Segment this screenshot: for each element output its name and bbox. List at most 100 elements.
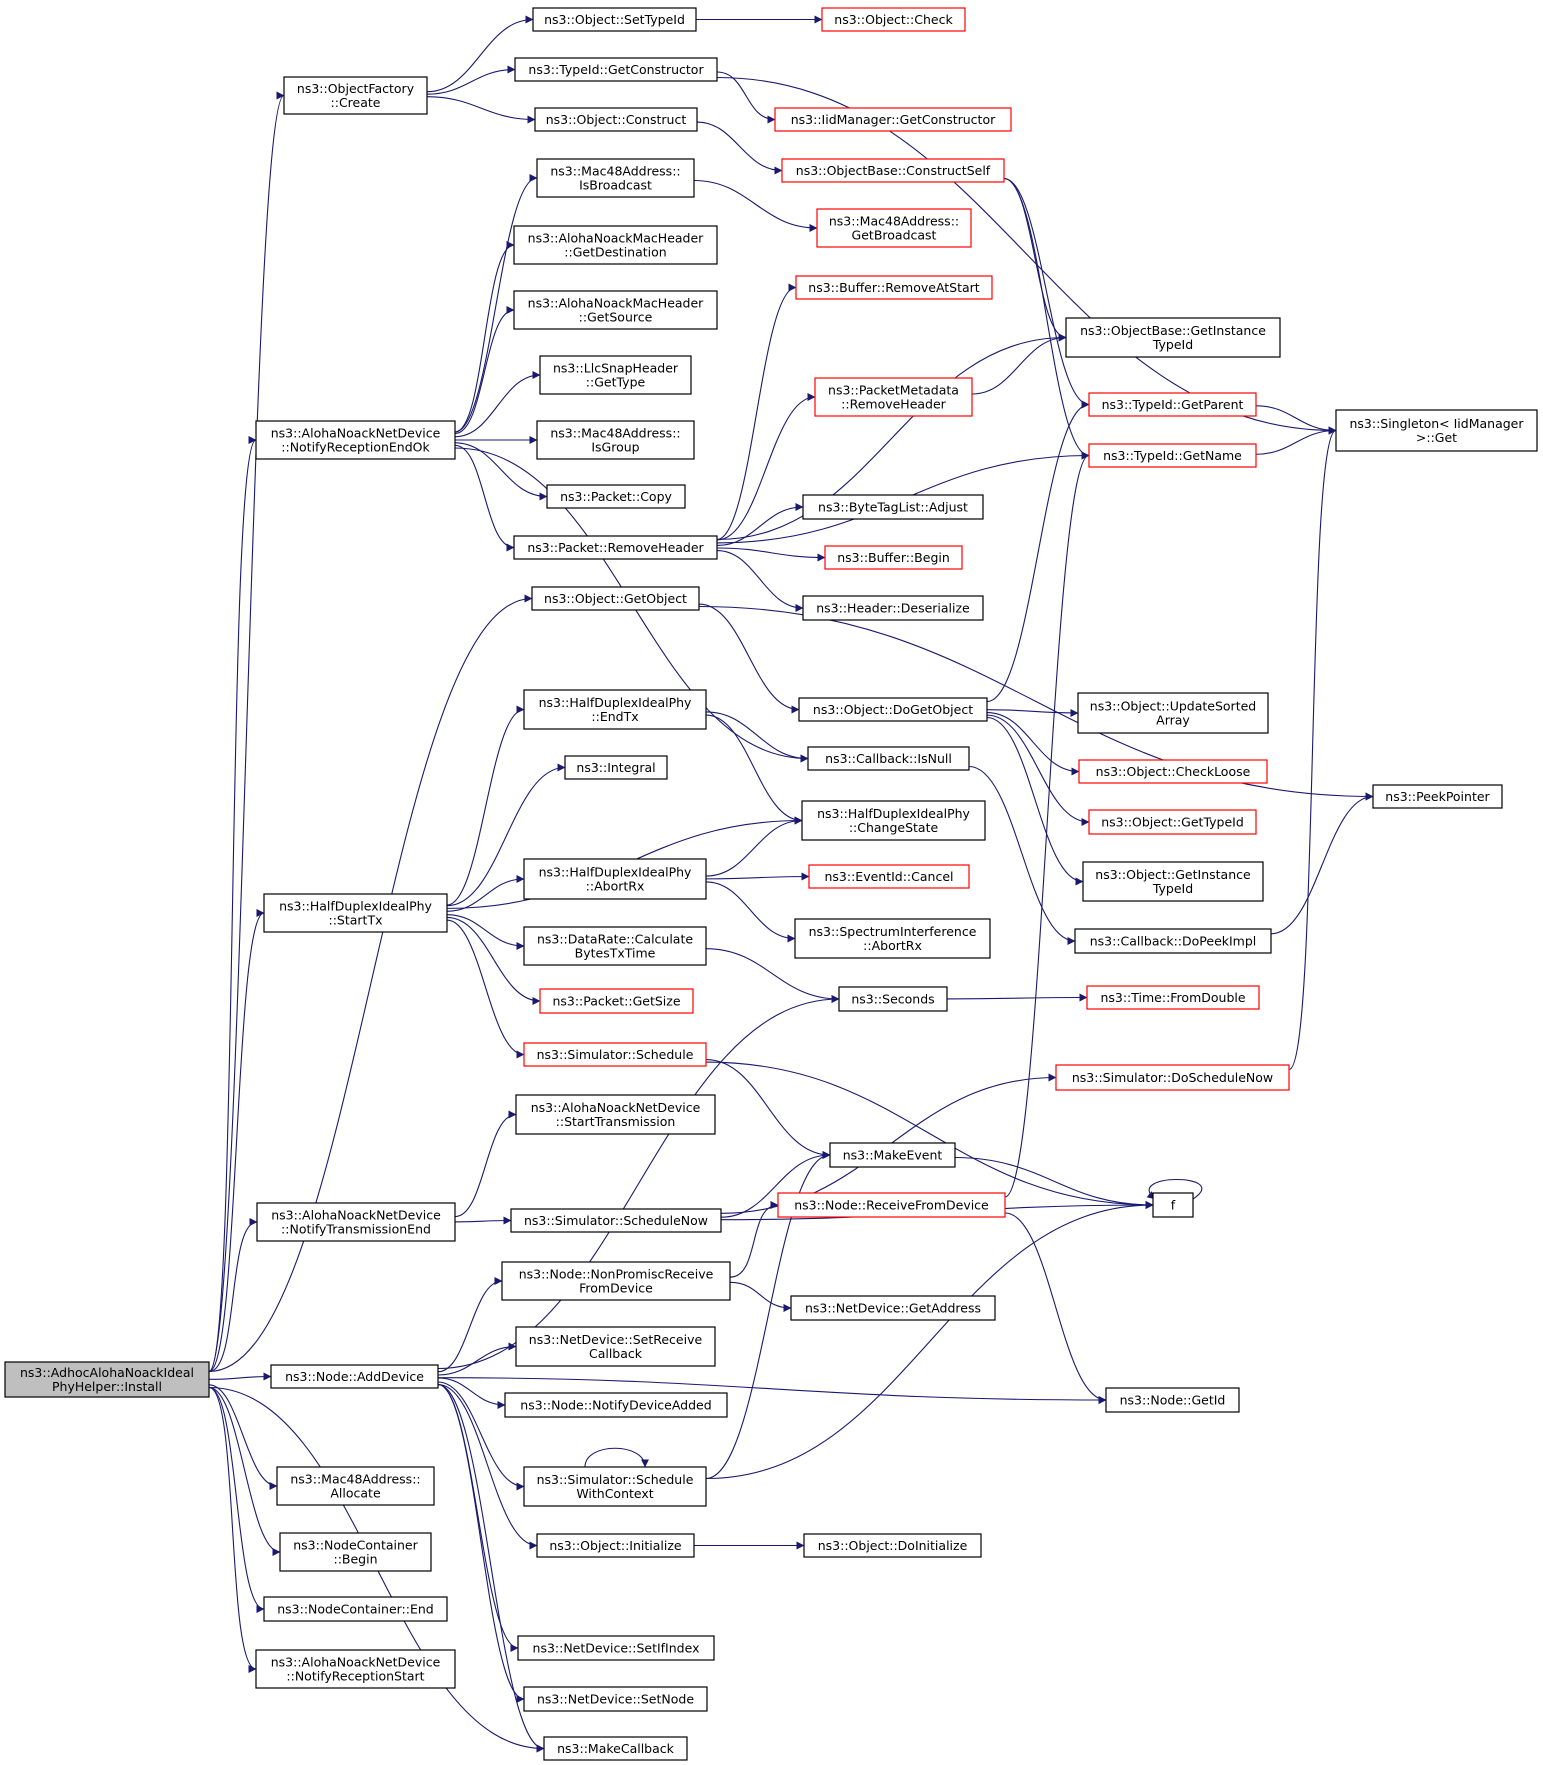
node-halfduplex-abortrx[interactable]: ns3::HalfDuplexIdealPhy::AbortRx: [523, 858, 707, 900]
node-mac48-isgroup[interactable]: ns3::Mac48Address::IsGroup: [536, 420, 695, 460]
node-label: ns3::PacketMetadata: [828, 383, 959, 398]
edge-seconds-to-time_fromdouble: [946, 993, 1088, 1002]
node-box: [523, 858, 707, 900]
node-node-notifydeviceadded[interactable]: ns3::Node::NotifyDeviceAdded: [504, 1392, 728, 1418]
node-label: ns3::Packet::RemoveHeader: [527, 540, 704, 555]
node-objectbase-constructself[interactable]: ns3::ObjectBase::ConstructSelf: [781, 158, 1005, 183]
node-simulator-schedule[interactable]: ns3::Simulator::Schedule: [523, 1042, 707, 1067]
node-packet-removeheader[interactable]: ns3::Packet::RemoveHeader: [513, 535, 718, 560]
node-aloha-getdest[interactable]: ns3::AlohaNoackMacHeader::GetDestination: [513, 225, 718, 265]
node-object-checkloose[interactable]: ns3::Object::CheckLoose: [1078, 759, 1268, 784]
node-buffer-removeatstart[interactable]: ns3::Buffer::RemoveAtStart: [795, 275, 993, 300]
node-time-fromdouble[interactable]: ns3::Time::FromDouble: [1086, 985, 1260, 1010]
node-bytetaglist-adjust[interactable]: ns3::ByteTagList::Adjust: [802, 494, 984, 520]
node-aloha-notifyrxstart[interactable]: ns3::AlohaNoackNetDevice::NotifyReceptio…: [255, 1649, 456, 1689]
node-buffer-begin[interactable]: ns3::Buffer::Begin: [824, 545, 963, 570]
node-box: [803, 1533, 982, 1558]
node-aloha-notifyrxendok[interactable]: ns3::AlohaNoackNetDevice::NotifyReceptio…: [255, 420, 456, 460]
node-object-settypeid[interactable]: ns3::Object::SetTypeId: [532, 7, 697, 32]
node-peekpointer[interactable]: ns3::PeekPointer: [1372, 784, 1503, 809]
node-box: [523, 689, 707, 730]
node-object-check[interactable]: ns3::Object::Check: [821, 7, 966, 32]
edge-objectbase_constructself-to-typeid_getname: [1003, 177, 1090, 460]
node-aloha-starttransmission[interactable]: ns3::AlohaNoackNetDevice::StartTransmiss…: [515, 1094, 716, 1135]
node-mac48-isbroadcast[interactable]: ns3::Mac48Address::IsBroadcast: [536, 158, 695, 198]
node-typeid-getname[interactable]: ns3::TypeId::GetName: [1088, 443, 1257, 468]
node-packet-getsize[interactable]: ns3::Packet::GetSize: [539, 988, 694, 1014]
node-netdevice-getaddress[interactable]: ns3::NetDevice::GetAddress: [790, 1295, 996, 1321]
node-integral[interactable]: ns3::Integral: [564, 755, 668, 780]
edge-halfduplex_abortrx-to-eventid_cancel: [705, 872, 810, 881]
node-root[interactable]: ns3::AdhocAlohaNoackIdealPhyHelper::Inst…: [4, 1361, 210, 1398]
node-iidmanager-getconstructor[interactable]: ns3::IidManager::GetConstructor: [774, 107, 1012, 132]
node-typeid-getconstructor[interactable]: ns3::TypeId::GetConstructor: [514, 57, 718, 82]
node-label: ns3::Callback::IsNull: [825, 751, 952, 766]
node-llcsnap-gettype[interactable]: ns3::LlcSnapHeader::GetType: [539, 355, 692, 395]
edge-node_adddevice-to-simulator_schedulewithcontext: [437, 1381, 525, 1491]
edge-packet_removeheader-to-buffer_removeatstart: [716, 283, 797, 541]
node-halfduplex-changestate[interactable]: ns3::HalfDuplexIdealPhy::ChangeState: [801, 800, 986, 841]
node-typeid-getparent[interactable]: ns3::TypeId::GetParent: [1088, 392, 1257, 417]
node-simulator-schedulenow[interactable]: ns3::Simulator::ScheduleNow: [510, 1208, 722, 1233]
node-object-doinitialize[interactable]: ns3::Object::DoInitialize: [803, 1533, 982, 1558]
node-halfduplex-endtx[interactable]: ns3::HalfDuplexIdealPhy::EndTx: [523, 689, 707, 730]
node-label: ::RemoveHeader: [841, 397, 947, 412]
node-nodecontainer-begin[interactable]: ns3::NodeContainer::Begin: [279, 1532, 432, 1572]
node-netdevice-setifindex[interactable]: ns3::NetDevice::SetIfIndex: [517, 1635, 715, 1661]
edge-node_adddevice-to-netdevice_setifindex: [437, 1383, 519, 1652]
node-simulator-doschedulenow[interactable]: ns3::Simulator::DoScheduleNow: [1055, 1064, 1290, 1091]
node-label: ns3::Simulator::DoScheduleNow: [1072, 1070, 1273, 1085]
node-makeevent[interactable]: ns3::MakeEvent: [829, 1142, 956, 1168]
node-box: [255, 420, 456, 460]
node-object-getobject[interactable]: ns3::Object::GetObject: [531, 586, 700, 611]
node-callback-dopeekimpl[interactable]: ns3::Callback::DoPeekImpl: [1074, 928, 1272, 954]
node-box: [1152, 1192, 1194, 1218]
node-seconds[interactable]: ns3::Seconds: [838, 986, 948, 1012]
edge-aloha_notifyrxendok-to-packet_copy: [454, 442, 548, 501]
node-header-deserialize[interactable]: ns3::Header::Deserialize: [802, 595, 984, 621]
node-node-getid[interactable]: ns3::Node::GetId: [1105, 1387, 1240, 1413]
node-eventid-cancel[interactable]: ns3::EventId::Cancel: [808, 864, 970, 889]
node-label: ns3::ObjectFactory: [297, 81, 415, 96]
node-box: [283, 76, 428, 115]
node-netdevice-setnode[interactable]: ns3::NetDevice::SetNode: [523, 1686, 708, 1712]
node-mac48-getbroadcast[interactable]: ns3::Mac48Address::GetBroadcast: [816, 208, 972, 248]
node-label: ns3::AlohaNoackNetDevice: [271, 1655, 441, 1670]
node-object-dogetobject[interactable]: ns3::Object::DoGetObject: [798, 697, 988, 722]
node-node-adddevice[interactable]: ns3::Node::AddDevice: [270, 1364, 439, 1389]
node-mac48-allocate[interactable]: ns3::Mac48Address::Allocate: [276, 1466, 435, 1506]
node-label: ns3::SpectrumInterference: [809, 924, 977, 939]
edge-object_getobject-to-object_dogetobject: [698, 603, 800, 714]
node-singleton-get[interactable]: ns3::Singleton< IidManager>::Get: [1335, 409, 1538, 452]
node-box: [802, 494, 984, 520]
node-label: f: [1171, 1198, 1176, 1213]
node-f[interactable]: f: [1152, 1192, 1194, 1218]
node-halfduplex-starttx[interactable]: ns3::HalfDuplexIdealPhy::StartTx: [263, 893, 448, 933]
node-node-receivefromdevice[interactable]: ns3::Node::ReceiveFromDevice: [777, 1192, 1006, 1218]
edge-node_adddevice-to-netdevice_setnode: [437, 1383, 525, 1703]
node-aloha-getsource[interactable]: ns3::AlohaNoackMacHeader::GetSource: [513, 290, 718, 330]
node-packetmetadata-removeheader[interactable]: ns3::PacketMetadata::RemoveHeader: [814, 377, 973, 417]
node-nodecontainer-end[interactable]: ns3::NodeContainer::End: [263, 1596, 448, 1622]
node-box: [255, 1649, 456, 1689]
node-label: ns3::Time::FromDouble: [1100, 990, 1245, 1005]
node-object-gettypeid[interactable]: ns3::Object::GetTypeId: [1088, 809, 1257, 835]
node-makecallback[interactable]: ns3::MakeCallback: [543, 1736, 688, 1761]
node-packet-copy[interactable]: ns3::Packet::Copy: [546, 484, 686, 509]
edge-halfduplex_starttx-to-integral: [446, 763, 566, 907]
node-object-construct[interactable]: ns3::Object::Construct: [534, 107, 698, 132]
node-object-initialize[interactable]: ns3::Object::Initialize: [536, 1533, 695, 1558]
edge-aloha_notifyrxendok-to-mac48_isbroadcast: [454, 174, 538, 433]
node-spectrum-abortrx[interactable]: ns3::SpectrumInterference::AbortRx: [794, 918, 991, 959]
node-aloha-notifytxend[interactable]: ns3::AlohaNoackNetDevice::NotifyTransmis…: [256, 1202, 456, 1242]
node-box: [774, 107, 1012, 132]
node-callback-isnull[interactable]: ns3::Callback::IsNull: [807, 746, 970, 771]
node-objfactory-create[interactable]: ns3::ObjectFactory::Create: [283, 76, 428, 115]
